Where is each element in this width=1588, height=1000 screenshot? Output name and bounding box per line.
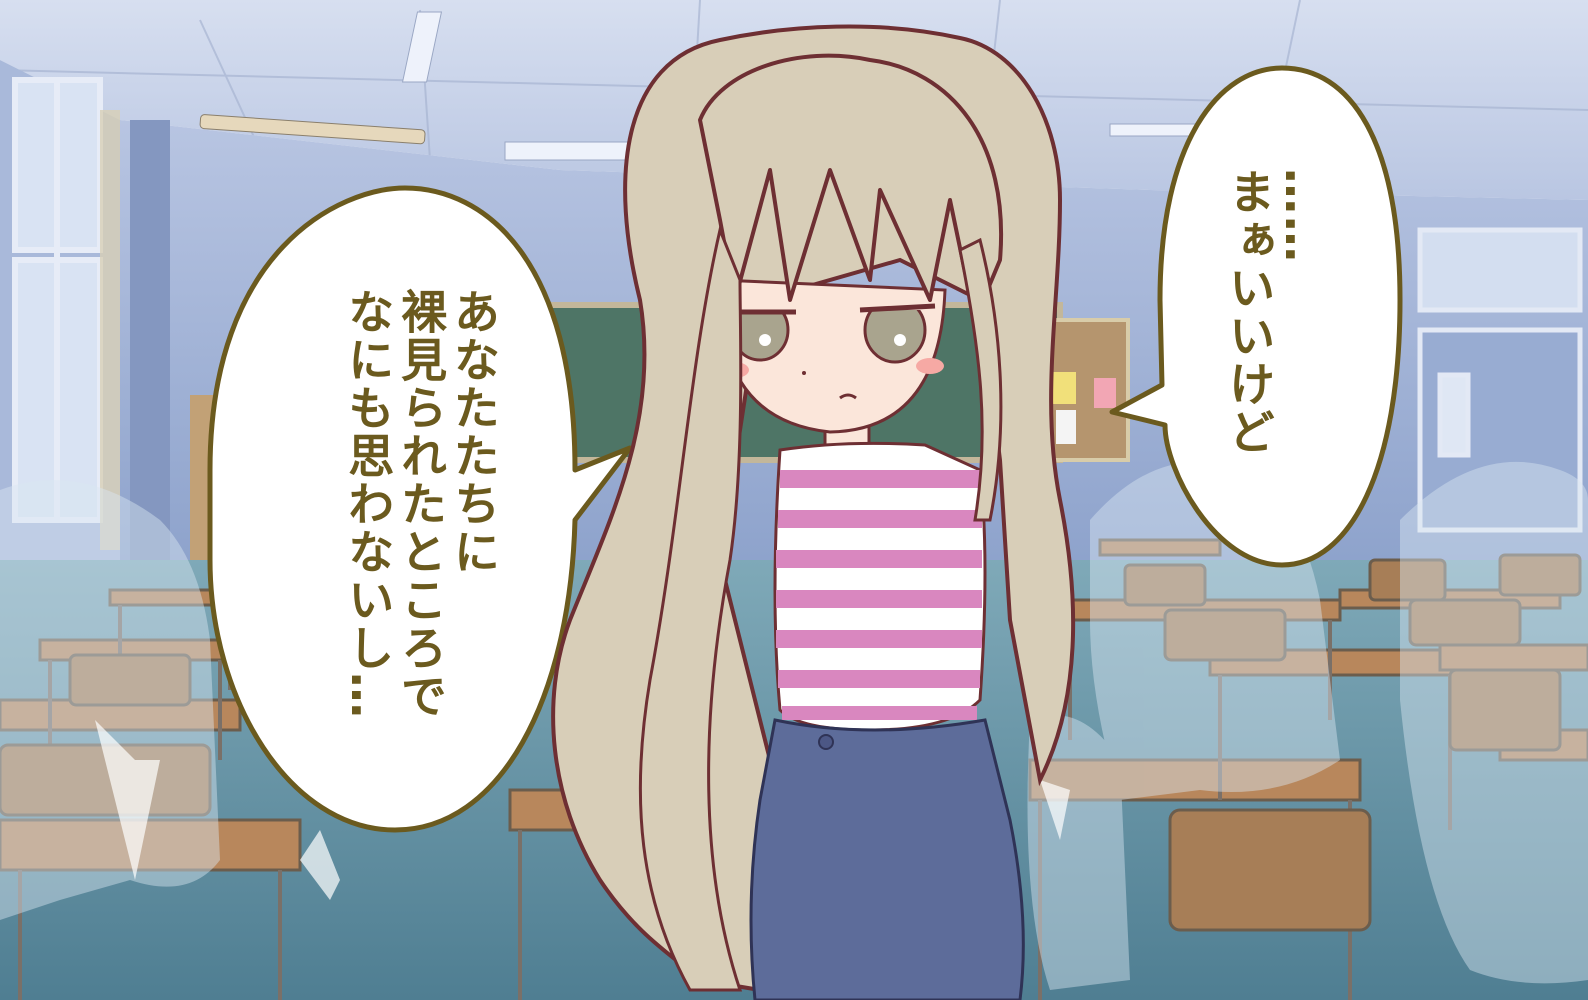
girl-character — [551, 24, 1076, 1000]
speech-right-line-2: まぁいいけど — [1222, 168, 1277, 456]
hair-bangs — [698, 53, 1004, 322]
desks — [0, 538, 1588, 1000]
windows-left — [12, 77, 103, 523]
speech-bubble-right — [1109, 65, 1403, 568]
speech-left-line-2: 裸見られたところで — [394, 288, 449, 720]
ghost-figures — [0, 461, 1588, 990]
windows-right — [1417, 227, 1583, 533]
ceiling-light — [504, 141, 646, 161]
ceiling-light — [199, 114, 426, 145]
speech-left-text: あなたたちに 裸見られたところで なにも思わないし… — [300, 288, 501, 758]
jeans — [749, 718, 1025, 1000]
ghost-highlights — [95, 720, 1070, 900]
speech-bubble-left — [207, 185, 633, 833]
speech-left-line-3: なにも思わないし… — [341, 288, 396, 720]
speech-right-line-1: …… — [1275, 168, 1329, 264]
speech-left-line-1: あなたたちに — [447, 288, 501, 576]
ceiling-light — [401, 11, 443, 83]
speech-right-text: …… まぁいいけど — [1222, 168, 1329, 498]
